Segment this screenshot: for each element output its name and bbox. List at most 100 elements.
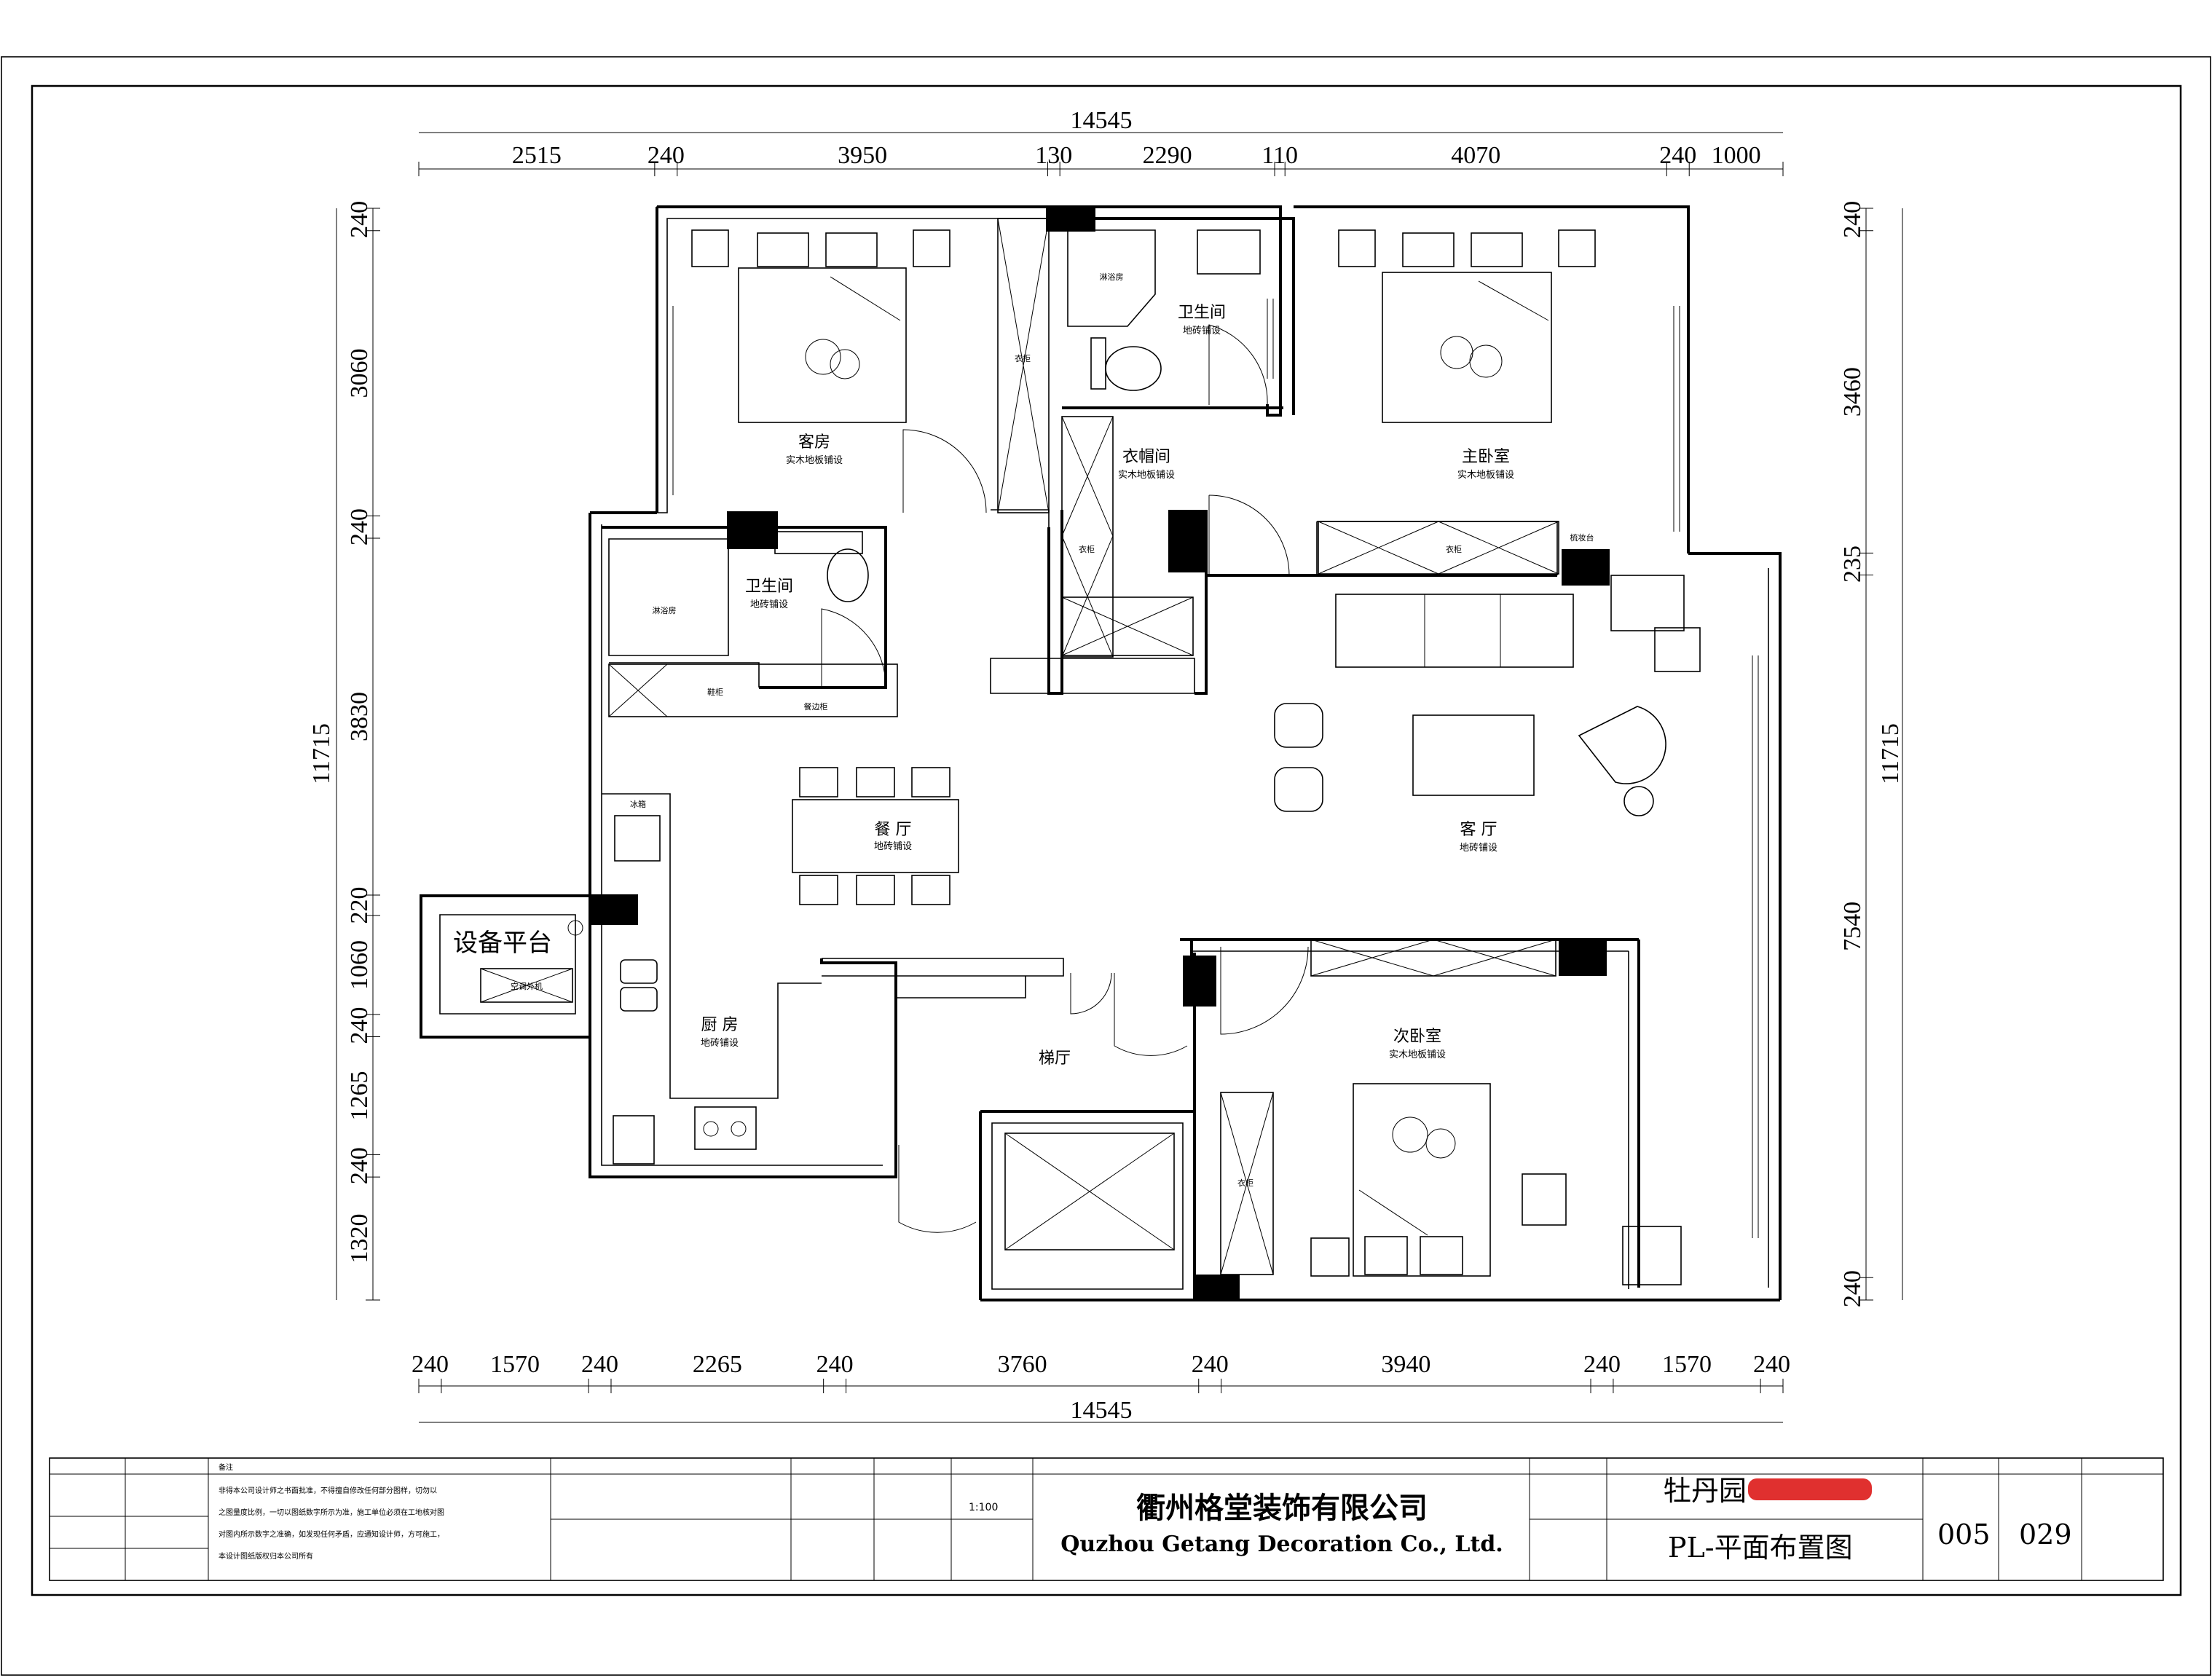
- cloak-wardrobe-label: 衣柜: [1079, 544, 1095, 554]
- master-name: 主卧室: [1462, 448, 1510, 466]
- sofa: [1335, 594, 1574, 668]
- sideboard-label: 餐边柜: [804, 701, 828, 712]
- dimension-right: 11715 240 3460 235 7540 240: [1839, 201, 1904, 1307]
- dim-segment-label: 1265: [346, 1071, 373, 1120]
- bath-top-floor: 地砖铺设: [1183, 326, 1221, 336]
- dining-floor: 地砖铺设: [874, 841, 912, 852]
- note-line-2: 之图量度比例，一切以图纸数字所示为准，施工单位必须在工地核对图: [219, 1508, 444, 1517]
- dim-segment-label: 3830: [346, 692, 373, 741]
- master-bed: [1338, 229, 1596, 423]
- dresser-label: 梳妆台: [1570, 532, 1594, 543]
- cloak-floor: 实木地板铺设: [1118, 470, 1175, 481]
- dim-segment-label: 240: [581, 1351, 618, 1378]
- dim-segment-label: 110: [1262, 142, 1298, 169]
- second-wardrobe: [1220, 939, 1556, 1275]
- dim-right-total: 11715: [1877, 723, 1904, 784]
- living-name: 客 厅: [1460, 821, 1497, 839]
- master-wardrobe-label: 衣柜: [1446, 544, 1462, 554]
- platform-name: 设备平台: [453, 929, 552, 958]
- title-block: 备注 非得本公司设计师之书面批准，不得擅自修改任何部分图样，切勿以 之图量度比例…: [49, 1457, 2164, 1581]
- dining-table: [792, 767, 959, 905]
- company-name-en: Quzhou Getang Decoration Co., Ltd.: [1060, 1532, 1503, 1557]
- dim-segment-label: 240: [1659, 142, 1696, 169]
- redacted-mark: [1748, 1478, 1872, 1500]
- fridge-label: 冰箱: [630, 799, 646, 809]
- dim-segment-label: 240: [1192, 1351, 1229, 1378]
- dimension-bottom: 14545 240 1570 240 2265 240 3760 240 3940 240 157…: [412, 1351, 1790, 1424]
- dim-segment-label: 1570: [490, 1351, 540, 1378]
- shoe-cabinet: [608, 663, 898, 717]
- dim-segment-label: 1060: [346, 940, 373, 990]
- dim-left-total: 11715: [308, 723, 335, 784]
- dim-segment-label: 235: [1839, 545, 1866, 583]
- dim-segment-label: 240: [648, 142, 685, 169]
- platform-ac: 空调外机: [511, 981, 543, 991]
- second-floor: 实木地板铺设: [1389, 1049, 1446, 1060]
- dim-top-total: 14545: [1071, 107, 1133, 134]
- master-floor: 实木地板铺设: [1457, 470, 1514, 481]
- dim-segment-label: 240: [1839, 201, 1866, 238]
- guest-bed: [691, 229, 950, 423]
- dim-segment-label: 240: [1839, 1270, 1866, 1307]
- total-number: 029: [2019, 1519, 2072, 1551]
- shower-top-label: 淋浴房: [1100, 272, 1124, 282]
- bath-left-floor: 地砖铺设: [750, 599, 788, 610]
- outer-border: [1, 56, 2211, 1676]
- dim-segment-label: 3460: [1839, 367, 1866, 417]
- note-line-1: 非得本公司设计师之书面批准，不得擅自修改任何部分图样，切勿以: [219, 1486, 437, 1495]
- guest-wardrobe: [997, 218, 1050, 513]
- dim-segment-label: 1000: [1712, 142, 1761, 169]
- guest-wardrobe-label: 衣柜: [1015, 353, 1031, 363]
- bath-left-fixtures: [774, 531, 886, 688]
- dim-segment-label: 7540: [1839, 902, 1866, 951]
- shower-left-label: 淋浴房: [653, 606, 677, 615]
- dim-segment-label: 3950: [838, 142, 887, 169]
- cloak-name: 衣帽间: [1122, 448, 1170, 466]
- dim-segment-label: 2265: [693, 1351, 742, 1378]
- project-name: 牡丹园: [1664, 1475, 1747, 1507]
- dim-segment-label: 3060: [346, 348, 373, 398]
- master-door: [1208, 495, 1290, 576]
- company-name-cn: 衢州格堂装饰有限公司: [1136, 1492, 1428, 1525]
- guest-door: [902, 429, 987, 513]
- dimension-left: 11715 2403060240383022010602401265240132…: [308, 201, 380, 1301]
- second-name: 次卧室: [1393, 1028, 1441, 1046]
- page-number: 005: [1937, 1519, 1991, 1551]
- elevator-hall: [898, 972, 1188, 1250]
- dresser: [1610, 575, 1701, 672]
- dim-segment-label: 1570: [1662, 1351, 1712, 1378]
- drawing-title: PL-平面布置图: [1668, 1532, 1853, 1564]
- dim-segment-label: 240: [1583, 1351, 1621, 1378]
- scale-value: 1:100: [969, 1502, 998, 1513]
- master-wardrobe: [1318, 521, 1559, 575]
- cloak-room: [1061, 416, 1194, 658]
- windows: [666, 299, 1759, 1238]
- dining-name: 餐 厅: [875, 821, 912, 839]
- dim-segment-label: 130: [1035, 142, 1072, 169]
- dim-segment-label: 240: [346, 201, 373, 238]
- dim-segment-label: 3760: [998, 1351, 1047, 1378]
- second-bed: [1310, 1083, 1491, 1277]
- dim-segment-label: 4070: [1451, 142, 1500, 169]
- shoe-label: 鞋柜: [707, 687, 723, 697]
- second-desk: [1220, 946, 1682, 1285]
- guest-room-name: 客房: [798, 433, 830, 452]
- dim-segment-label: 3940: [1381, 1351, 1430, 1378]
- coffee-table: [1412, 714, 1535, 796]
- ac-unit: [480, 920, 583, 1003]
- dim-segment-label: 240: [346, 1147, 373, 1184]
- note-line-4: 本设计图纸版权归本公司所有: [219, 1551, 313, 1561]
- bath-left-name: 卫生间: [745, 578, 793, 596]
- dim-segment-label: 240: [346, 508, 373, 545]
- dim-segment-label: 240: [1753, 1351, 1790, 1378]
- living-chairs: [1274, 703, 1666, 816]
- dim-bottom-total: 14545: [1071, 1397, 1133, 1424]
- dim-segment-label: 1320: [346, 1214, 373, 1264]
- dim-segment-label: 2290: [1143, 142, 1192, 169]
- note-title: 备注: [219, 1462, 233, 1472]
- dim-segment-label: 240: [816, 1351, 854, 1378]
- dim-segment-label: 240: [346, 1007, 373, 1044]
- kitchen-name: 厨 房: [701, 1016, 739, 1034]
